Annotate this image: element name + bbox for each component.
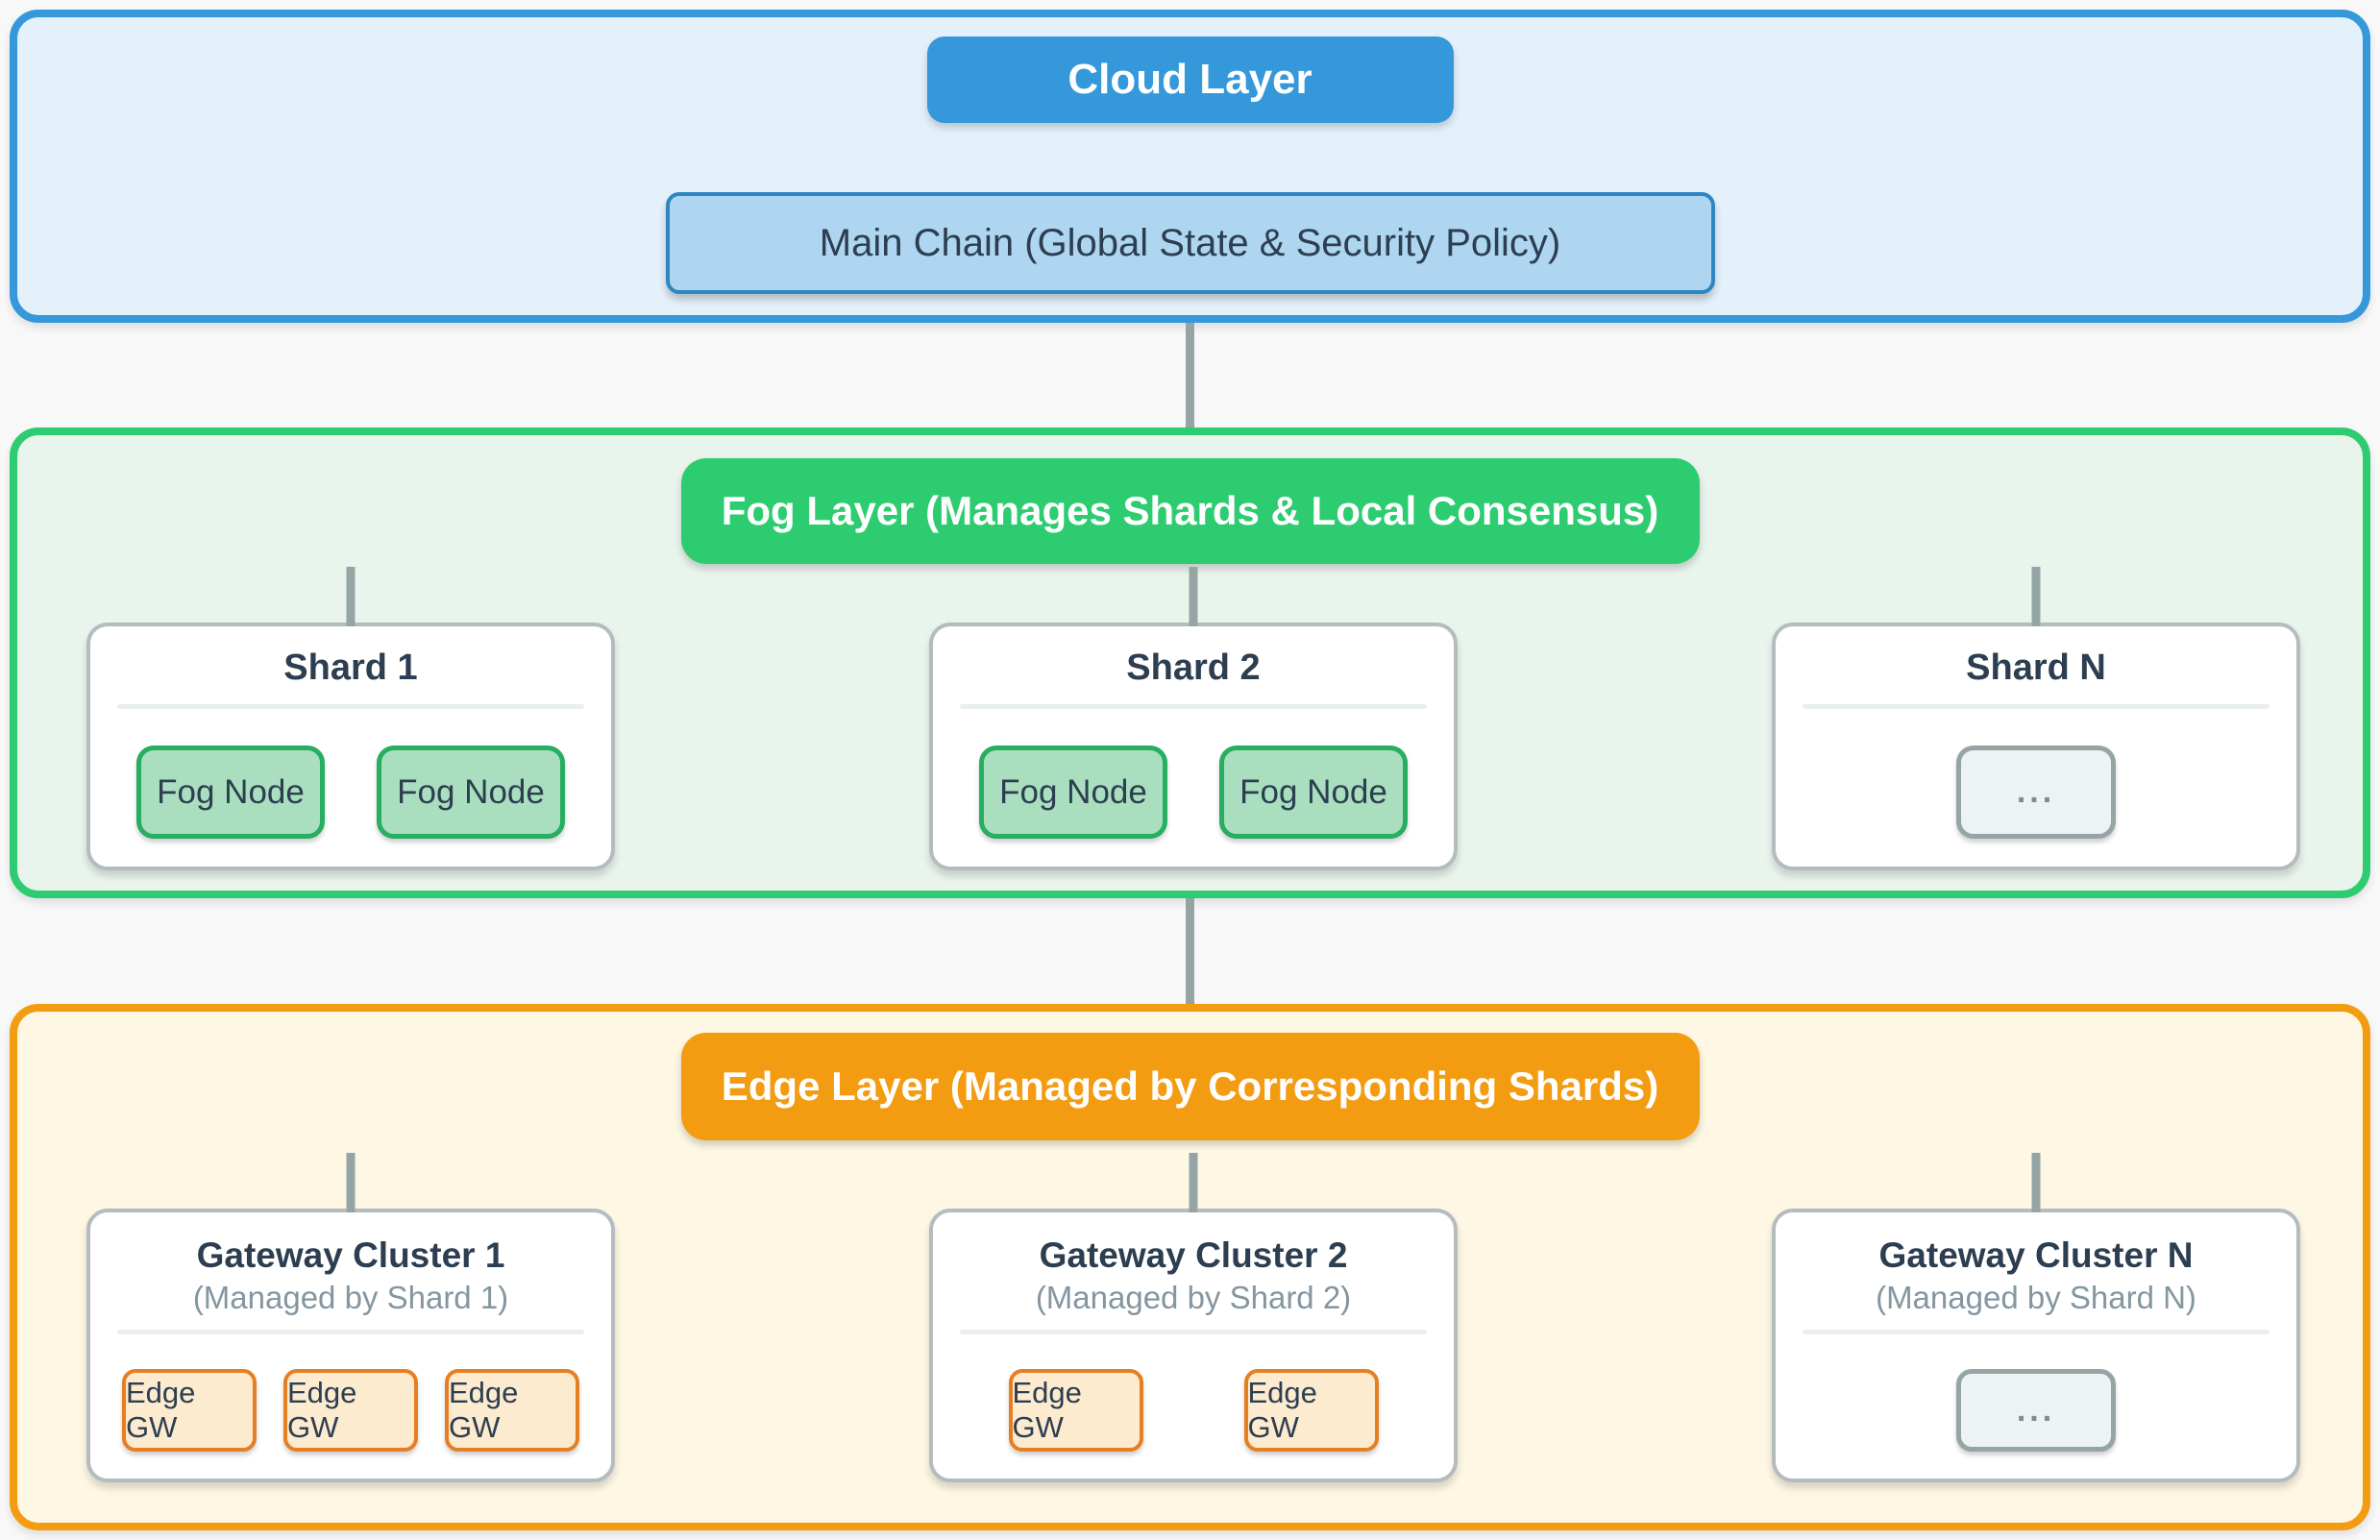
cloud-layer-title: Cloud Layer: [1067, 56, 1313, 103]
card-divider: [117, 704, 584, 709]
card-divider: [117, 1330, 584, 1334]
gateway-cluster-n-title: Gateway Cluster N: [1878, 1235, 2194, 1275]
gateway-cluster-2-subtitle: (Managed by Shard 2): [1035, 1280, 1352, 1315]
cloud-layer-header: Cloud Layer: [926, 37, 1454, 123]
fog-to-edge-connector: [1186, 898, 1194, 1004]
edge-layer-header: Edge Layer (Managed by Corresponding Sha…: [680, 1033, 1700, 1140]
gateway-cluster-2-title: Gateway Cluster 2: [1039, 1235, 1348, 1275]
card-divider: [960, 1330, 1427, 1334]
shard-n-card: Shard N ...: [1772, 567, 2300, 870]
cloud-to-fog-connector: [1186, 323, 1194, 428]
fog-node: Fog Node: [136, 746, 325, 839]
gateway-cluster-2-nodes: Edge GW Edge GW: [933, 1369, 1454, 1452]
edge-layer-title: Edge Layer (Managed by Corresponding Sha…: [721, 1063, 1659, 1109]
card-divider: [1803, 1330, 2270, 1334]
shard-2-nodes: Fog Node Fog Node: [933, 746, 1454, 839]
fog-cards-row: Shard 1 Fog Node Fog Node Shard 2 Fog No…: [86, 567, 2300, 870]
shard-2-card: Shard 2 Fog Node Fog Node: [929, 567, 1458, 870]
gateway-cluster-1-title: Gateway Cluster 1: [196, 1235, 505, 1275]
edge-gateway-node: Edge GW: [283, 1369, 418, 1452]
gateway-cluster-1-subtitle: (Managed by Shard 1): [192, 1280, 509, 1315]
gateway-cluster-2-card: Gateway Cluster 2 (Managed by Shard 2) E…: [929, 1153, 1458, 1482]
fog-node: Fog Node: [1219, 746, 1408, 839]
gateway-cluster-1-connector-stub: [346, 1153, 356, 1212]
edge-gateway-node: Edge GW: [1243, 1369, 1379, 1452]
shard-n-nodes: ...: [1776, 746, 2296, 839]
gateway-cluster-n-nodes: ...: [1776, 1369, 2296, 1452]
edge-gateway-node: Edge GW: [1008, 1369, 1143, 1452]
gateway-cluster-n-card: Gateway Cluster N (Managed by Shard N) .…: [1772, 1153, 2300, 1482]
edge-gateway-node: Edge GW: [445, 1369, 579, 1452]
shard-1-nodes: Fog Node Fog Node: [90, 746, 611, 839]
main-chain-label: Main Chain (Global State & Security Poli…: [819, 221, 1561, 264]
fog-layer-container: Fog Layer (Manages Shards & Local Consen…: [10, 428, 2370, 898]
more-shards-placeholder: ...: [1956, 746, 2116, 839]
gateway-cluster-1-nodes: Edge GW Edge GW Edge GW: [90, 1369, 611, 1452]
shard-1-card: Shard 1 Fog Node Fog Node: [86, 567, 615, 870]
shard-n-title: Shard N: [1966, 648, 2106, 688]
main-chain-node: Main Chain (Global State & Security Poli…: [665, 192, 1715, 294]
gateway-cluster-n-connector-stub: [2031, 1153, 2041, 1212]
edge-gateway-node: Edge GW: [122, 1369, 257, 1452]
gateway-cluster-n-subtitle: (Managed by Shard N): [1876, 1280, 2196, 1315]
fog-layer-header: Fog Layer (Manages Shards & Local Consen…: [680, 458, 1700, 564]
fog-layer-title: Fog Layer (Manages Shards & Local Consen…: [721, 488, 1659, 533]
shard-1-connector-stub: [346, 567, 356, 626]
cloud-layer-container: Cloud Layer Main Chain (Global State & S…: [10, 10, 2370, 323]
card-divider: [960, 704, 1427, 709]
edge-layer-container: Edge Layer (Managed by Corresponding Sha…: [10, 1004, 2370, 1530]
fog-node: Fog Node: [979, 746, 1167, 839]
gateway-cluster-1-card: Gateway Cluster 1 (Managed by Shard 1) E…: [86, 1153, 615, 1482]
shard-2-connector-stub: [1189, 567, 1198, 626]
shard-n-connector-stub: [2031, 567, 2041, 626]
more-gateways-placeholder: ...: [1956, 1369, 2116, 1452]
shard-2-title: Shard 2: [1126, 648, 1261, 688]
fog-node: Fog Node: [377, 746, 565, 839]
gateway-cluster-2-connector-stub: [1189, 1153, 1198, 1212]
edge-cards-row: Gateway Cluster 1 (Managed by Shard 1) E…: [86, 1153, 2300, 1482]
card-divider: [1803, 704, 2270, 709]
shard-1-title: Shard 1: [283, 648, 418, 688]
